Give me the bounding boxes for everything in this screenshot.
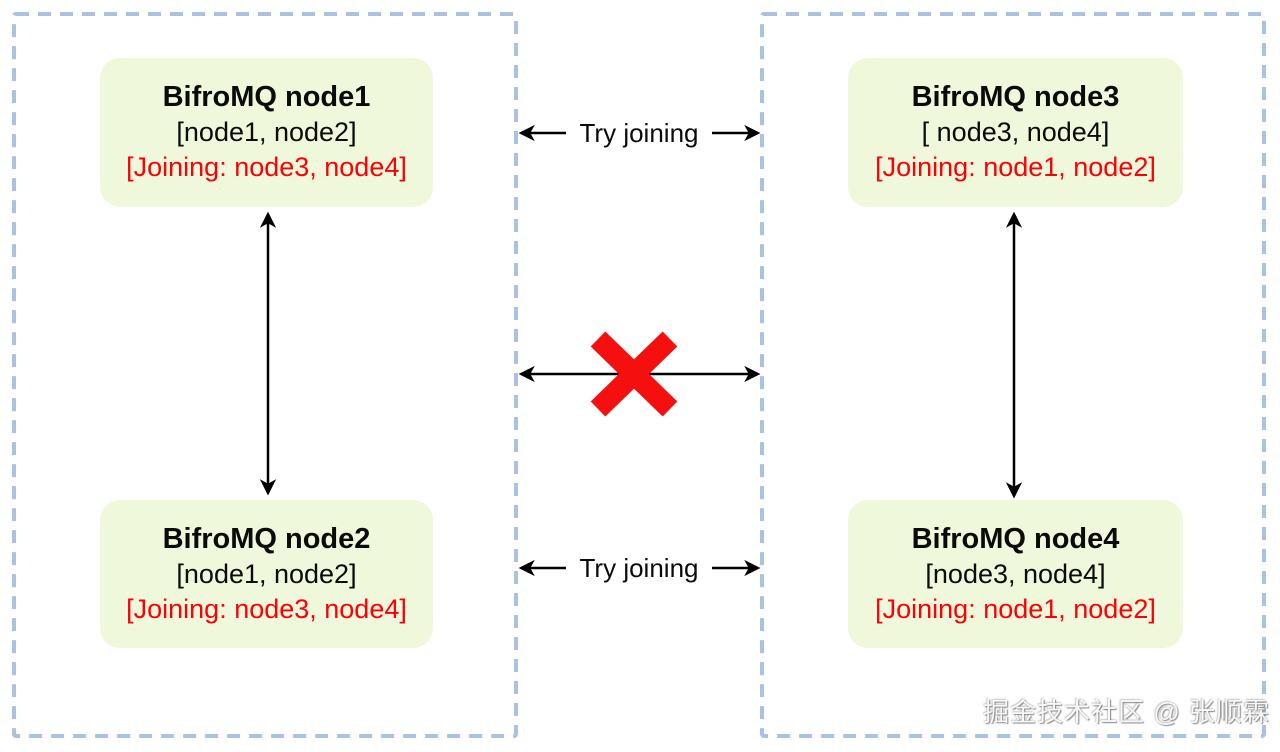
node-title: BifroMQ node2 (162, 522, 371, 555)
node-member-list: [node1, node2] (176, 558, 357, 589)
partition-right-border (760, 12, 1266, 738)
node-joining-list: [Joining: node3, node4] (126, 152, 407, 182)
watermark-text: 掘金技术社区 @ 张顺霖 (983, 697, 1270, 727)
node-title: BifroMQ node3 (911, 81, 1120, 113)
node-title: BifroMQ node4 (911, 522, 1120, 555)
node-member-list: [ node3, node4] (921, 117, 1110, 147)
node-box-bifromq-node4: BifroMQ node4 [node3, node4] [Joining: n… (848, 500, 1183, 648)
partition-left-border (12, 12, 518, 738)
node-member-list: [node1, node2] (176, 117, 357, 147)
node-box-bifromq-node1: BifroMQ node1 [node1, node2] [Joining: n… (100, 58, 433, 207)
node-joining-list: [Joining: node1, node2] (875, 152, 1156, 182)
node-joining-list: [Joining: node3, node4] (126, 593, 407, 624)
try-joining-label-top: Try joining (566, 115, 712, 151)
blocked-cross-icon (590, 331, 678, 417)
node-title: BifroMQ node1 (162, 81, 371, 113)
node-box-bifromq-node3: BifroMQ node3 [ node3, node4] [Joining: … (848, 58, 1183, 207)
node-joining-list: [Joining: node1, node2] (875, 593, 1156, 624)
node-member-list: [node3, node4] (925, 558, 1106, 589)
try-joining-label-bottom: Try joining (566, 550, 712, 586)
node-box-bifromq-node2: BifroMQ node2 [node1, node2] [Joining: n… (100, 500, 433, 648)
